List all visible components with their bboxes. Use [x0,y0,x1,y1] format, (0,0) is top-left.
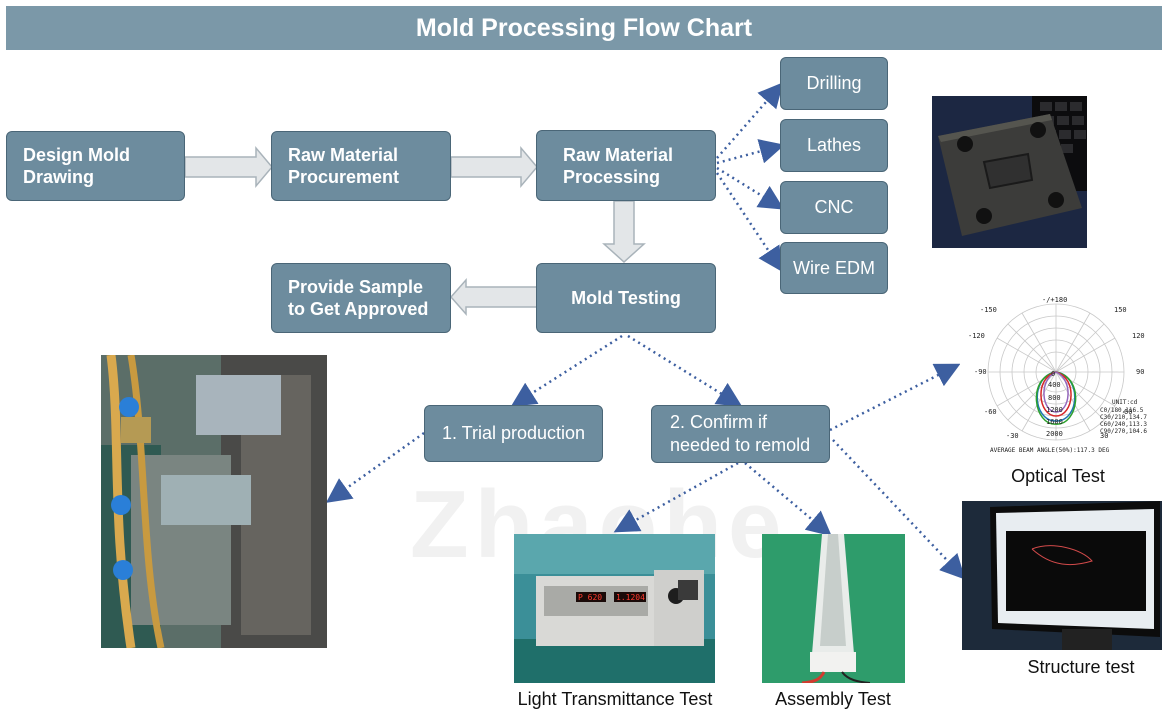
arrow-to-optical-test [829,363,961,432]
polar-label-left-60: -60 [984,408,997,416]
polar-label-top-right: 150 [1114,306,1127,314]
arrow-testing-to-sample [449,278,538,316]
step-trial-production: 1. Trial production [424,405,603,462]
mold-testing-photo [101,355,327,648]
step-confirm-remold: 2. Confirm if needed to remold [651,405,830,463]
polar-footer: AVERAGE BEAM ANGLE(50%):117.3 DEG [990,447,1110,454]
polar-radial-1200: 1200 [1046,406,1063,414]
step-design-label: Design Mold Drawing [23,145,130,187]
polar-label-right-30: 30 [1100,432,1108,440]
step-provide-sample: Provide Sample to Get Approved [271,263,451,333]
machining-drilling-label: Drilling [806,73,862,93]
polar-label-top: -/+180 [1042,296,1067,304]
mold-plate-photo [932,96,1087,248]
arrow-to-light-test [613,461,739,533]
polar-label-left-90: -90 [974,368,987,376]
step-sample-label: Provide Sample to Get Approved [288,277,429,319]
meter-reading-left: P 620 [578,593,602,602]
arrow-to-assembly-test [744,462,832,537]
step-processing-label: Raw Material Processing [563,144,674,187]
caption-assembly-test: Assembly Test [775,689,891,709]
step-mold-testing: Mold Testing [536,263,716,333]
arrow-to-wire-edm [715,172,783,273]
polar-radial-2000: 2000 [1046,430,1063,438]
arrow-to-lathes [716,139,785,165]
polar-legend-c90: C90/270,104.6 [1100,428,1147,435]
caption-structure-test: Structure test [1027,657,1135,677]
arrow-procurement-to-processing [450,145,538,189]
light-meter-illustration: P 620 1.1204 [514,534,715,683]
mold-plate-illustration [932,96,1087,248]
step-testing-label: Mold Testing [571,288,681,308]
arrow-to-trial [510,334,623,407]
step-raw-material-procurement: Raw Material Procurement [271,131,451,201]
caption-light-transmittance-test: Light Transmittance Test [517,689,713,709]
assembly-test-photo [762,534,905,683]
mold-machine-illustration [101,355,327,648]
arrow-trial-to-photo [325,431,425,503]
machining-drilling: Drilling [780,57,888,110]
step-raw-material-processing: Raw Material Processing [536,130,716,201]
arrow-to-confirm [627,334,743,407]
machining-wire-edm-label: Wire EDM [793,257,875,278]
polar-label-right-60: 60 [1124,408,1132,416]
machining-wire-edm: Wire EDM [780,242,888,294]
polar-label-left-120: -120 [968,332,985,340]
step-procurement-label: Raw Material Procurement [288,145,400,187]
polar-legend-c60: C60/240,113.3 [1100,421,1147,428]
polar-label-top-left: -150 [980,306,997,314]
machining-cnc: CNC [780,181,888,234]
arrow-to-structure-test [832,439,966,580]
machining-lathes: Lathes [780,119,888,172]
arrow-processing-to-testing [602,200,646,264]
machining-lathes-label: Lathes [806,135,862,155]
polar-legend-c30: C30/210,134.7 [1100,414,1147,421]
meter-reading-right: 1.1204 [616,593,645,602]
polar-legend-c0: C0/180,116.5 [1100,407,1144,414]
machining-cnc-label: CNC [814,197,854,217]
polar-label-left-30: -30 [1006,432,1019,440]
light-transmittance-photo: P 620 1.1204 [514,534,715,683]
polar-radial-1600: 1600 [1046,418,1063,426]
structure-monitor-illustration [962,501,1162,650]
step-trial-label: 1. Trial production [441,423,586,443]
polar-label-right-90: 90 [1136,368,1144,376]
polar-label-right-120: 120 [1132,332,1145,340]
polar-radial-400: 400 [1048,381,1061,389]
optical-polar-diagram: -150 -/+180 150 -120 -90 -60 -30 120 90 … [960,296,1160,456]
arrow-design-to-procurement [184,145,273,189]
page-title: Mold Processing Flow Chart [6,6,1162,50]
assembly-illustration [762,534,905,683]
step-design-mold-drawing: Design Mold Drawing [6,131,185,201]
arrow-to-drilling [716,82,784,159]
caption-optical-test: Optical Test [1011,466,1105,486]
step-confirm-label: 2. Confirm if needed to remold [670,412,811,455]
polar-chart-svg: -150 -/+180 150 -120 -90 -60 -30 120 90 … [968,296,1147,454]
structure-test-photo [962,501,1162,650]
arrow-to-cnc [716,166,785,210]
polar-radial-0: 0 [1051,370,1055,378]
polar-legend-unit: UNIT:cd [1112,399,1138,406]
polar-radial-800: 800 [1048,394,1061,402]
